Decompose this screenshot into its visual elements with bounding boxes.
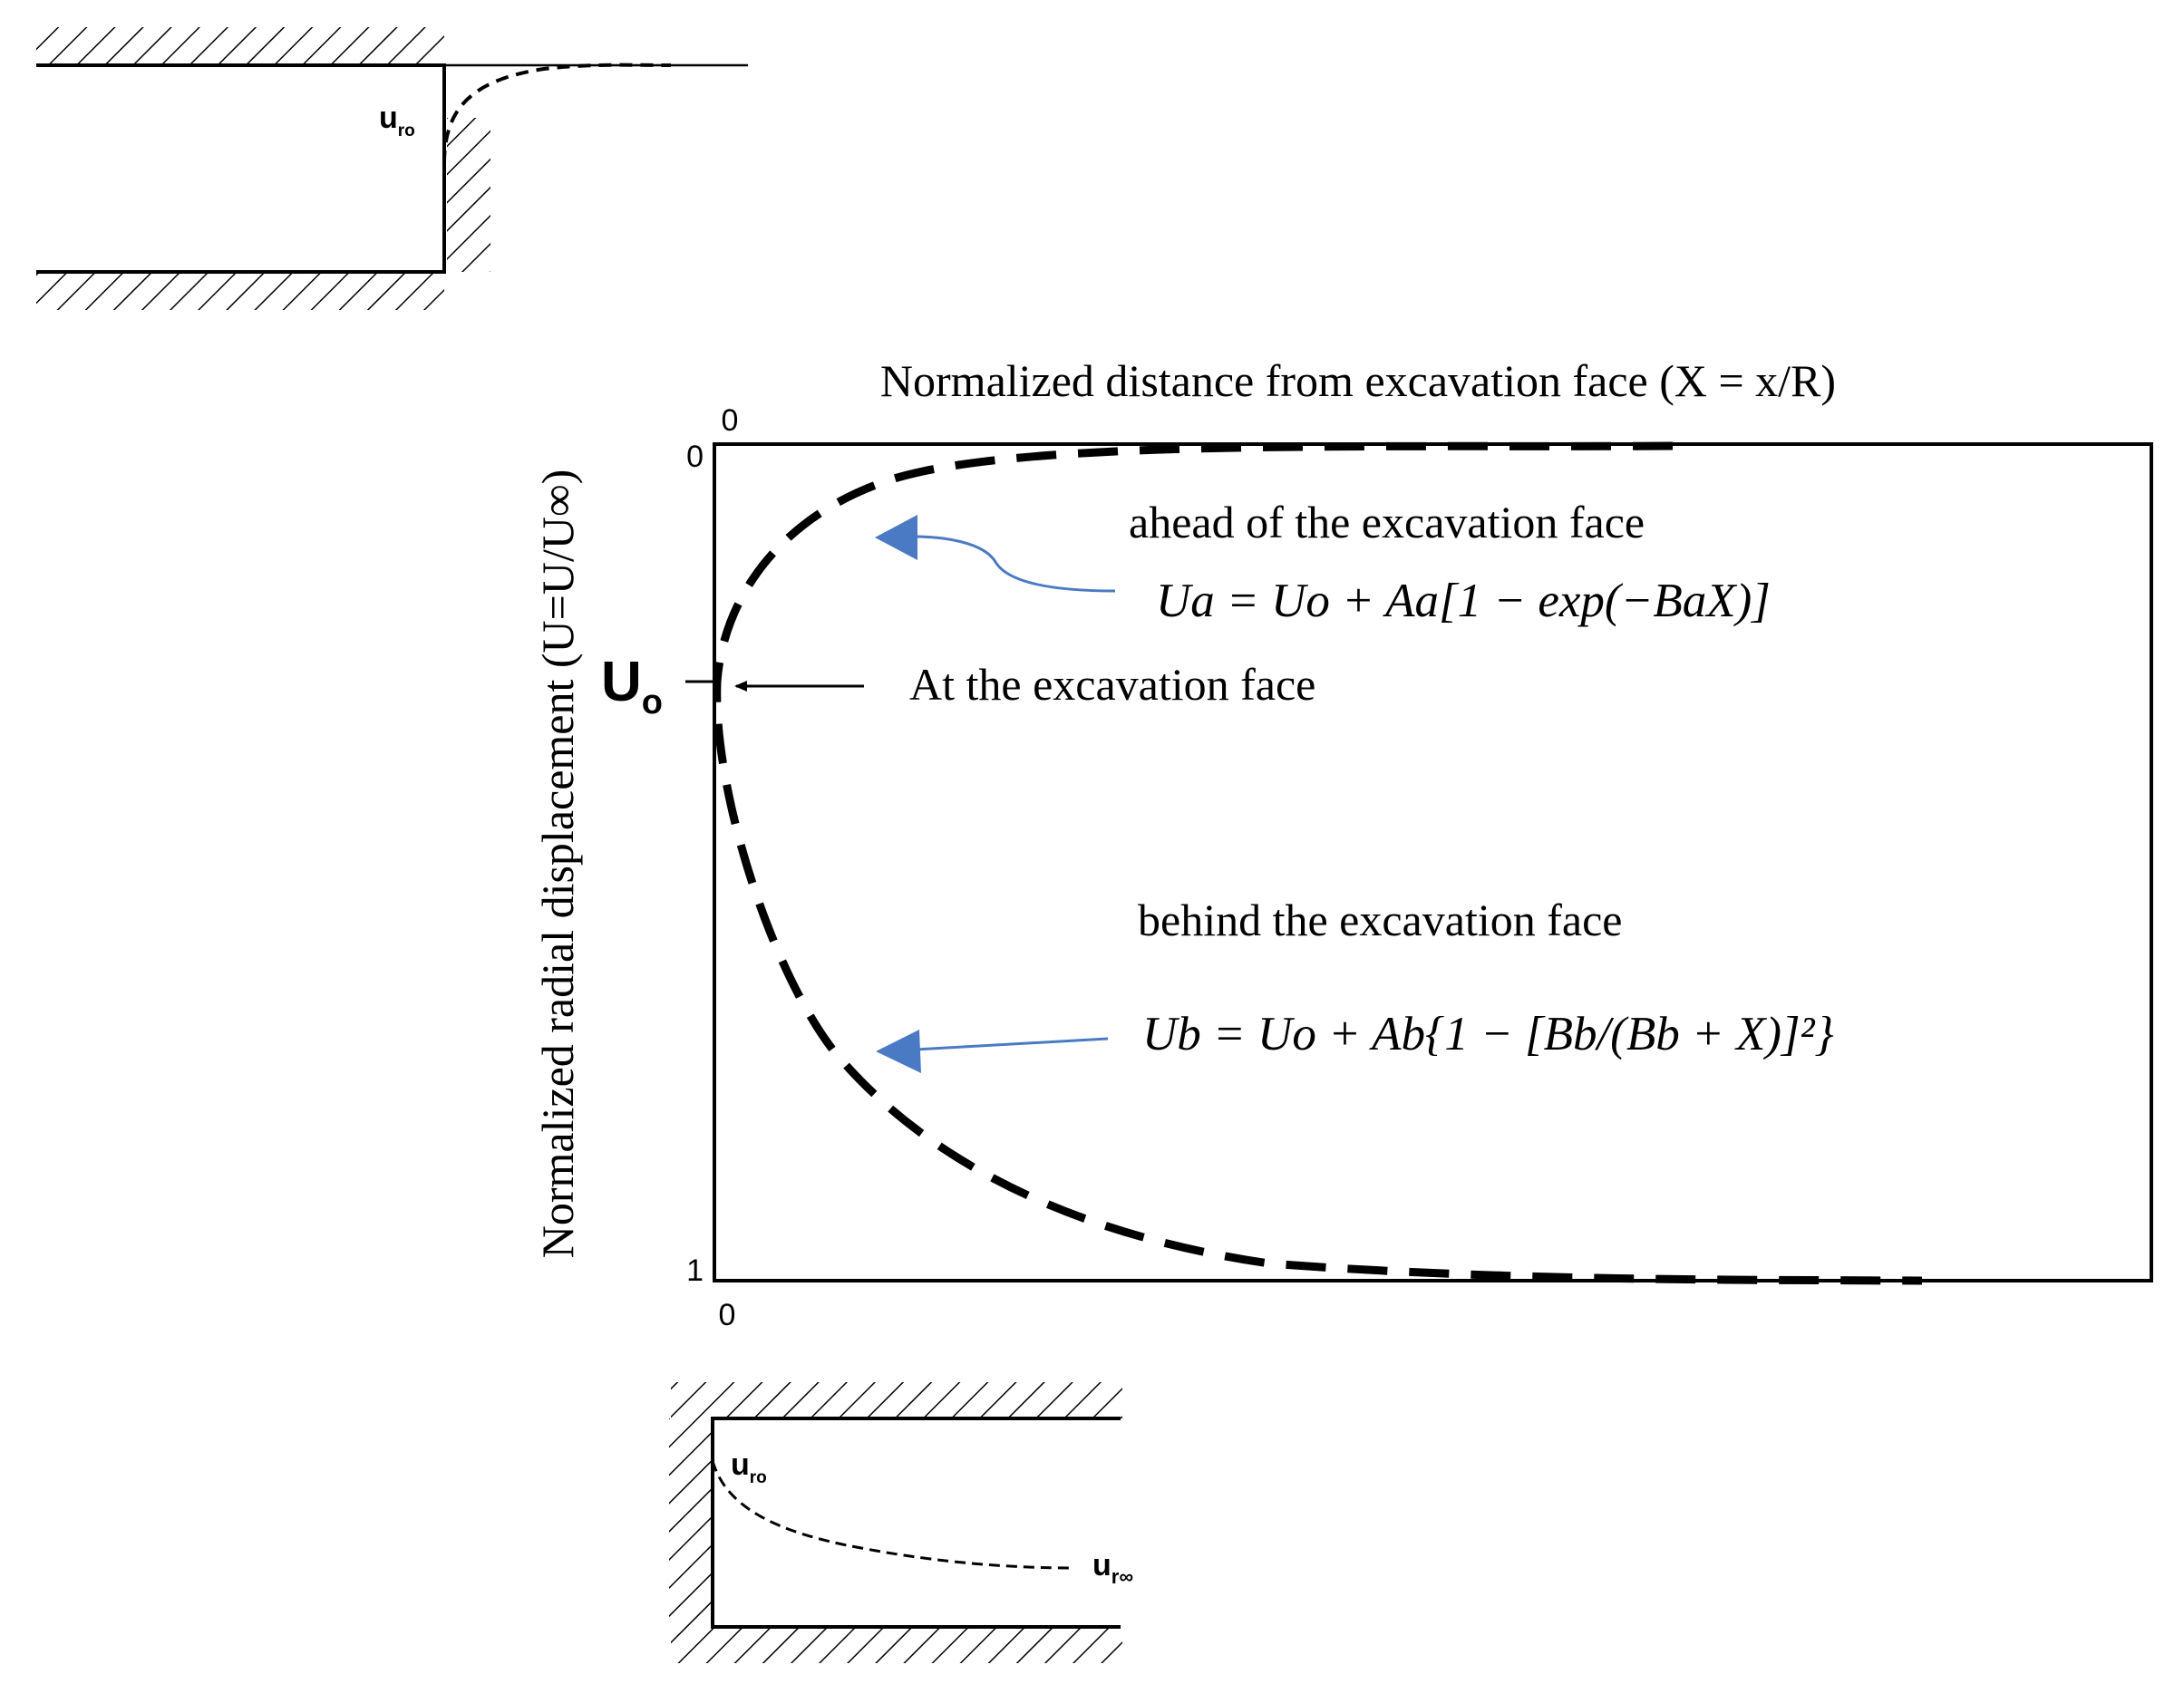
ahead-arrow-head bbox=[875, 515, 917, 560]
inset-ahead-hatch-bottom bbox=[36, 272, 444, 310]
plot-frame bbox=[713, 442, 2153, 1282]
inset-behind-hatch-top bbox=[671, 1382, 1122, 1418]
ahead-label: ahead of the excavation face bbox=[1129, 497, 1645, 547]
inset-ahead-uro-label: uro bbox=[379, 101, 415, 140]
x-tick-top: 0 bbox=[722, 403, 739, 438]
ahead-formula: Ua = Uo + Aa[1 − exp(−BaX)] bbox=[1156, 575, 1771, 627]
inset-ahead-hatch-top bbox=[36, 27, 444, 65]
inset-ahead-tunnel-outline bbox=[36, 63, 446, 274]
behind-label: behind the excavation face bbox=[1138, 895, 1622, 945]
top-axis-title: Normalized distance from excavation face… bbox=[880, 355, 1836, 406]
inset-behind-hatch-bottom bbox=[671, 1627, 1122, 1663]
inset-behind-tunnel-outline bbox=[711, 1417, 1121, 1629]
ahead-arrow-shaft bbox=[913, 535, 1116, 593]
inset-behind-hatch-face bbox=[669, 1418, 711, 1627]
inset-behind: uro ur∞ bbox=[669, 1382, 1133, 1663]
inset-behind-uinf-label: ur∞ bbox=[1092, 1548, 1133, 1588]
inset-behind-uro-label: uro bbox=[731, 1447, 767, 1487]
y-axis-title: Normalized radial displacement (U=U/U∞) bbox=[532, 469, 583, 1258]
ldp-curve bbox=[713, 441, 1923, 1285]
inset-ahead-displacement-curve bbox=[442, 63, 672, 164]
behind-formula: Ub = Uo + Ab{1 − [Bb/(Bb + X)]²} bbox=[1142, 1008, 1834, 1060]
inset-ahead-hatch-face bbox=[447, 118, 490, 272]
plot: Normalized distance from excavation face… bbox=[532, 355, 2153, 1332]
face-label: At the excavation face bbox=[909, 659, 1315, 710]
behind-arrow-shaft bbox=[915, 1037, 1109, 1051]
inset-behind-displacement-curve bbox=[711, 1460, 1075, 1570]
y-tick-bottom: 1 bbox=[686, 1253, 704, 1288]
uo-label: Uo bbox=[601, 651, 663, 721]
x-tick-bottom: 0 bbox=[719, 1298, 736, 1332]
y-tick-top: 0 bbox=[686, 440, 704, 474]
behind-arrow-head bbox=[876, 1030, 921, 1073]
inset-ahead: uro bbox=[36, 27, 748, 310]
